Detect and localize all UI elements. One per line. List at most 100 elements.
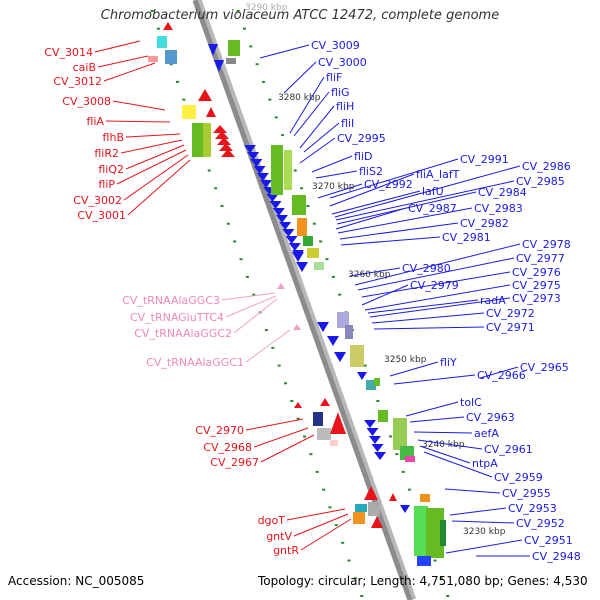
- tick-dot: [309, 453, 313, 456]
- gene-label-reverse: CV_2983: [474, 202, 523, 215]
- gene-box: [292, 195, 306, 215]
- gene-label-reverse: CV_2995: [337, 132, 386, 145]
- tick-dot: [156, 27, 160, 30]
- label-leader: [299, 105, 335, 149]
- gene-arrow-forward: [206, 107, 216, 117]
- label-leader: [225, 295, 277, 318]
- tick-dot: [401, 470, 405, 473]
- gene-label-reverse: CV_2971: [486, 321, 535, 334]
- gene-arrow-reverse: [334, 352, 346, 362]
- topology-text: Topology: circular; Length: 4,751,080 bp…: [258, 574, 588, 588]
- tick-dot: [363, 364, 367, 367]
- gene-arrow-reverse: [214, 60, 224, 72]
- label-leader: [260, 434, 315, 463]
- gene-arrow-reverse: [366, 428, 379, 436]
- trna-marker: [277, 283, 285, 289]
- label-leader: [127, 159, 191, 216]
- gene-label-reverse: CV_2980: [402, 262, 451, 275]
- gene-label-reverse: aefA: [474, 427, 499, 440]
- gene-label-reverse: fliS2: [359, 165, 383, 178]
- tick-dot: [169, 63, 173, 66]
- gene-arrow-reverse: [288, 243, 301, 251]
- scale-label: 3280 kbp: [278, 93, 321, 103]
- tick-dot: [338, 293, 342, 296]
- gene-box: [345, 325, 353, 339]
- gene-label-forward: flhB: [103, 131, 124, 144]
- label-leader: [331, 190, 421, 215]
- gene-arrow-reverse: [276, 215, 288, 223]
- tick-dot: [220, 205, 224, 207]
- gene-label-reverse: fliH: [336, 100, 354, 113]
- tick-dot: [242, 27, 246, 30]
- label-leader: [451, 520, 515, 524]
- label-leader: [337, 207, 473, 234]
- gene-arrow-reverse: [250, 159, 263, 167]
- tick-dot: [264, 329, 268, 332]
- gene-label-reverse: CV_2955: [502, 487, 551, 500]
- gene-arrow-reverse: [253, 166, 266, 174]
- label-leader: [245, 418, 304, 431]
- tick-dot: [249, 45, 253, 48]
- tick-dot: [293, 169, 297, 172]
- gene-arrow-reverse: [260, 180, 272, 188]
- gene-label-forward: CV_2967: [210, 456, 259, 469]
- gene-arrow-reverse: [285, 236, 298, 244]
- gene-arrow-reverse: [208, 44, 218, 56]
- label-leader: [361, 284, 409, 306]
- label-leader: [97, 55, 149, 68]
- scale-label: 3290 kbp: [245, 3, 288, 13]
- scale-label: 3250 kbp: [384, 355, 427, 365]
- gene-arrow-forward: [294, 402, 302, 408]
- gene-box: [303, 236, 313, 246]
- gene-label-forward: CV_3012: [53, 75, 102, 88]
- label-leader: [340, 236, 441, 246]
- gene-arrow-forward: [219, 143, 233, 151]
- gene-box: [284, 150, 292, 190]
- gene-label-reverse: CV_2948: [532, 550, 581, 563]
- gene-label-reverse: CV_2961: [484, 443, 533, 456]
- gene-label-reverse: CV_2978: [522, 238, 571, 251]
- label-leader: [253, 427, 309, 448]
- accession-text: Accession: NC_005085: [8, 574, 145, 588]
- trna-label: CV_tRNAAlaGGC2: [134, 327, 232, 340]
- scale-label: 3230 kbp: [463, 527, 506, 537]
- gene-arrow-forward: [198, 89, 212, 101]
- gene-box: [228, 40, 240, 56]
- tick-dot: [150, 10, 154, 12]
- gene-label-reverse: CV_2965: [520, 361, 569, 374]
- gene-box: [192, 123, 206, 157]
- label-leader: [449, 507, 507, 516]
- trna-label: CV_tRNAAlaGGC3: [122, 294, 220, 307]
- label-leader: [103, 62, 156, 82]
- tick-dot: [439, 577, 443, 580]
- gene-label-reverse: CV_2991: [460, 153, 509, 166]
- trna-label: CV_tRNAGluTTC4: [130, 311, 224, 324]
- label-leader: [413, 431, 473, 434]
- label-leader: [445, 539, 523, 554]
- label-leader: [293, 513, 349, 537]
- label-leader: [317, 183, 363, 199]
- gene-box: [148, 56, 158, 62]
- tick-dot: [239, 258, 243, 261]
- gene-arrow-forward: [215, 131, 229, 139]
- gene-label-reverse: CV_2982: [460, 217, 509, 230]
- gene-box: [307, 248, 319, 258]
- tick-dot: [182, 98, 186, 101]
- gene-box: [330, 440, 338, 446]
- tick-dot: [283, 382, 287, 385]
- label-leader: [300, 518, 352, 551]
- gene-box: [313, 412, 323, 426]
- gene-label-forward: CV_3008: [62, 95, 111, 108]
- gene-label-reverse: CV_2972: [486, 307, 535, 320]
- gene-box: [420, 494, 430, 502]
- gene-label-forward: fliP: [98, 178, 115, 191]
- tick-dot: [331, 275, 335, 278]
- gene-box: [337, 312, 349, 328]
- tick-dot: [312, 222, 316, 225]
- tick-dot: [207, 169, 211, 172]
- gene-box: [350, 345, 364, 367]
- gene-label-forward: caiB: [73, 61, 96, 74]
- gene-arrow-reverse: [371, 444, 384, 452]
- tick-dot: [271, 346, 275, 349]
